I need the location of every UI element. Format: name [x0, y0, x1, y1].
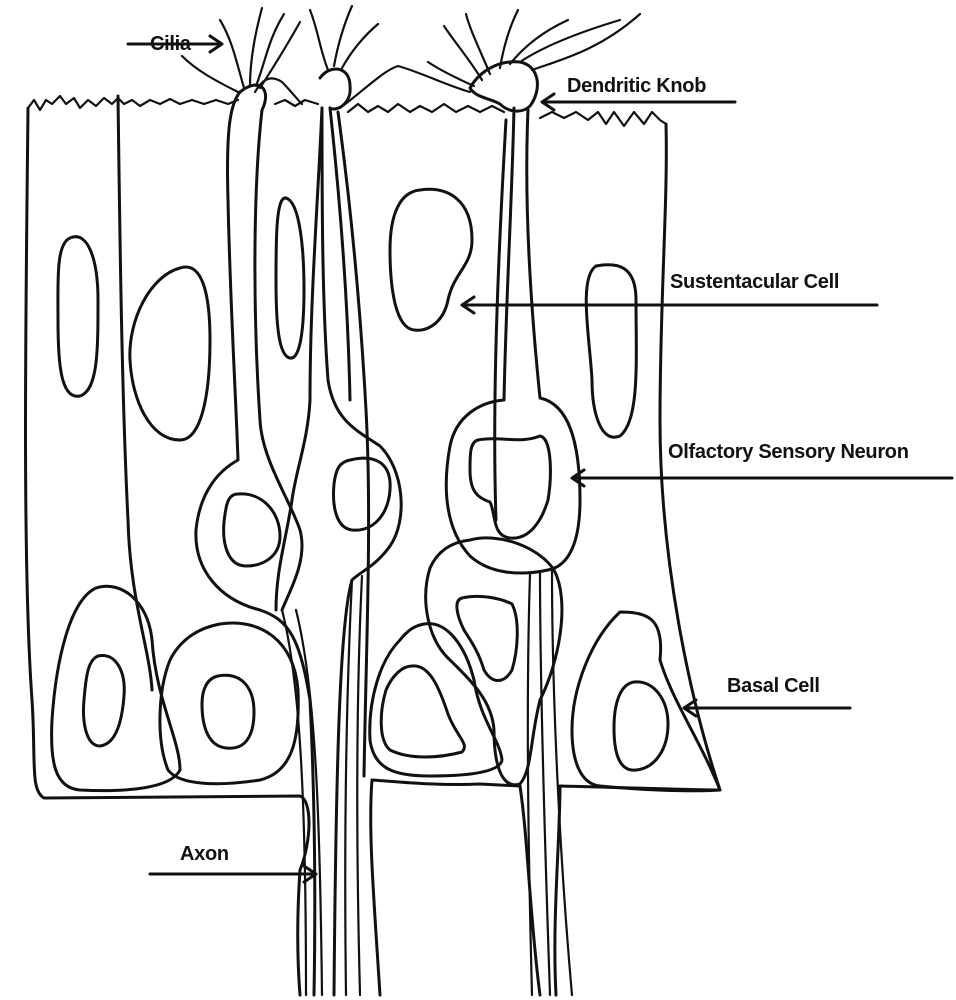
arrow-sustentacular-cell: [462, 297, 877, 313]
basal-cell-1: [52, 586, 180, 790]
label-basal-cell: Basal Cell: [684, 675, 850, 716]
epithelium-outline: [26, 66, 721, 995]
nucleus-5: [586, 265, 636, 437]
basal-cell-5: [572, 612, 720, 791]
neuron-a-nucleus: [224, 494, 280, 566]
neuron-b-nucleus: [334, 458, 391, 530]
nucleus-2: [130, 267, 210, 440]
neuron-c-nucleus: [470, 436, 550, 538]
arrow-olfactory-sensory-neuron: [572, 470, 952, 486]
nucleus-3: [276, 198, 304, 358]
arrow-axon: [150, 866, 316, 882]
nucleus-1: [58, 237, 98, 397]
olfactory-sensory-neurons: [182, 6, 640, 995]
label-axon-text: Axon: [180, 843, 229, 865]
arrow-basal-cell: [684, 700, 850, 716]
basal-cell-2: [160, 623, 298, 784]
label-basal-cell-text: Basal Cell: [727, 675, 820, 697]
nucleus-4: [390, 189, 472, 330]
label-sustentacular-cell: Sustentacular Cell: [462, 271, 877, 313]
basal-cell-3: [370, 624, 502, 776]
label-dendritic-knob-text: Dendritic Knob: [567, 75, 706, 97]
label-cilia: Cilia: [128, 33, 222, 55]
label-olfactory-sensory-neuron: Olfactory Sensory Neuron: [572, 441, 952, 486]
label-sustentacular-cell-text: Sustentacular Cell: [670, 271, 839, 293]
basal-cells: [52, 538, 720, 791]
label-dendritic-knob: Dendritic Knob: [542, 75, 735, 110]
label-olfactory-sensory-neuron-text: Olfactory Sensory Neuron: [668, 441, 909, 463]
label-axon: Axon: [150, 843, 316, 882]
